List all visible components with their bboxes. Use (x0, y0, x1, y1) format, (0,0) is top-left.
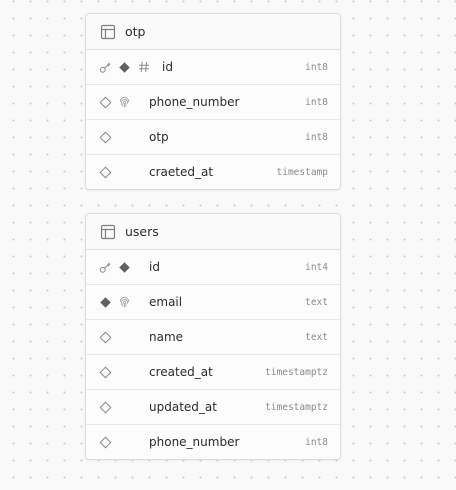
key-icon (98, 260, 112, 274)
hash-icon (137, 60, 151, 74)
column-name: id (162, 60, 173, 74)
column-name: id (149, 260, 160, 274)
diamond-outline-icon (98, 95, 112, 109)
column-type: text (305, 296, 328, 308)
column-name: phone_number (149, 435, 240, 449)
table-title: users (125, 224, 159, 239)
column-name: email (149, 295, 183, 309)
column-type: int8 (305, 131, 328, 143)
table-card-otp[interactable]: otp id int8 (85, 13, 341, 190)
column-row[interactable]: id int4 (86, 250, 340, 285)
fingerprint-icon (117, 295, 131, 309)
diamond-outline-icon (98, 365, 112, 379)
column-row[interactable]: created_at timestamptz (86, 355, 340, 390)
column-row[interactable]: phone_number int8 (86, 85, 340, 120)
diamond-outline-icon (98, 400, 112, 414)
column-type: int8 (305, 61, 328, 73)
column-type: timestamptz (265, 366, 328, 378)
table-icon (100, 224, 116, 240)
column-row[interactable]: updated_at timestamptz (86, 390, 340, 425)
column-row[interactable]: email text (86, 285, 340, 320)
diamond-filled-icon (117, 60, 131, 74)
column-name: updated_at (149, 400, 217, 414)
diamond-outline-icon (98, 130, 112, 144)
column-row[interactable]: otp int8 (86, 120, 340, 155)
diamond-outline-icon (98, 165, 112, 179)
column-type: timestamptz (265, 401, 328, 413)
table-card-users[interactable]: users id int4 email (85, 213, 341, 460)
column-type: int8 (305, 436, 328, 448)
diamond-filled-icon (98, 295, 112, 309)
table-title: otp (125, 24, 146, 39)
diamond-outline-icon (98, 435, 112, 449)
column-name: otp (149, 130, 169, 144)
column-type: timestamp (276, 166, 328, 178)
column-type: text (305, 331, 328, 343)
column-row[interactable]: name text (86, 320, 340, 355)
column-type: int4 (305, 261, 328, 273)
diamond-filled-icon (117, 260, 131, 274)
table-header[interactable]: users (86, 214, 340, 250)
column-row[interactable]: phone_number int8 (86, 425, 340, 459)
column-name: created_at (149, 365, 213, 379)
column-row[interactable]: id int8 (86, 50, 340, 85)
key-icon (98, 60, 112, 74)
column-type: int8 (305, 96, 328, 108)
table-header[interactable]: otp (86, 14, 340, 50)
column-name: craeted_at (149, 165, 214, 179)
table-icon (100, 24, 116, 40)
diamond-outline-icon (98, 330, 112, 344)
column-name: name (149, 330, 184, 344)
fingerprint-icon (117, 95, 131, 109)
column-row[interactable]: craeted_at timestamp (86, 155, 340, 189)
column-name: phone_number (149, 95, 240, 109)
